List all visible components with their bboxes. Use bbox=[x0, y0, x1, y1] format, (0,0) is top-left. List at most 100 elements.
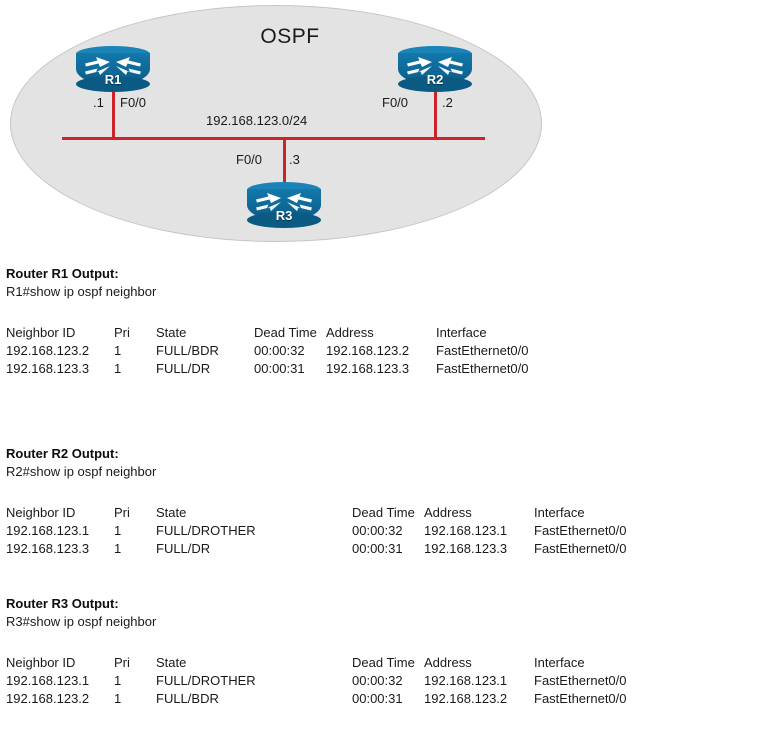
column-header-state: State bbox=[156, 655, 187, 670]
cell-address: 192.168.123.3 bbox=[424, 541, 508, 556]
column-header-pri: Pri bbox=[114, 505, 130, 520]
ip-label-r1: .1 bbox=[93, 95, 104, 110]
cell-dead-time: 00:00:31 bbox=[352, 691, 403, 706]
section-heading-r1: Router R1 Output: bbox=[6, 266, 119, 281]
table-header-row: Neighbor ID Pri State Dead Time Address … bbox=[6, 655, 654, 673]
cell-address: 192.168.123.1 bbox=[424, 673, 508, 688]
cell-address: 192.168.123.2 bbox=[424, 691, 508, 706]
column-header-dead-time: Dead Time bbox=[352, 505, 415, 520]
ip-label-r3: .3 bbox=[289, 152, 300, 167]
cell-state: FULL/DROTHER bbox=[156, 523, 256, 538]
cell-interface: FastEthernet0/0 bbox=[534, 691, 627, 706]
cell-address: 192.168.123.2 bbox=[326, 343, 410, 358]
cell-dead-time: 00:00:31 bbox=[352, 541, 403, 556]
interface-label-r1: F0/0 bbox=[120, 95, 147, 110]
column-header-address: Address bbox=[424, 655, 472, 670]
interface-label-r2: F0/0 bbox=[382, 95, 409, 110]
ethernet-bus-link bbox=[62, 137, 485, 140]
router-arrows-icon bbox=[256, 193, 312, 211]
neighbor-table-r2: Neighbor ID Pri State Dead Time Address … bbox=[6, 505, 654, 559]
cell-state: FULL/DROTHER bbox=[156, 673, 256, 688]
cell-dead-time: 00:00:31 bbox=[254, 361, 305, 376]
table-row: 192.168.123.2 1 FULL/BDR 00:00:31 192.16… bbox=[6, 691, 654, 709]
router-icon-r1[interactable]: R1 bbox=[76, 46, 150, 92]
cell-dead-time: 00:00:32 bbox=[352, 523, 403, 538]
router-arrows-icon bbox=[85, 57, 141, 75]
column-header-state: State bbox=[156, 505, 187, 520]
router-output-section-r2: Router R2 Output: R2#show ip ospf neighb… bbox=[6, 446, 654, 559]
section-heading-r2: Router R2 Output: bbox=[6, 446, 119, 461]
cell-neighbor-id: 192.168.123.2 bbox=[6, 343, 90, 358]
cell-state: FULL/DR bbox=[156, 361, 211, 376]
column-header-neighbor-id: Neighbor ID bbox=[6, 505, 76, 520]
cell-interface: FastEthernet0/0 bbox=[436, 361, 529, 376]
column-header-pri: Pri bbox=[114, 655, 130, 670]
cell-pri: 1 bbox=[114, 673, 122, 688]
subnet-label: 192.168.123.0/24 bbox=[206, 113, 308, 128]
cell-neighbor-id: 192.168.123.1 bbox=[6, 523, 90, 538]
cell-neighbor-id: 192.168.123.1 bbox=[6, 673, 90, 688]
router-bottom-face bbox=[247, 212, 321, 228]
link-drop-r3 bbox=[283, 138, 286, 183]
cell-pri: 1 bbox=[114, 343, 122, 358]
column-header-dead-time: Dead Time bbox=[352, 655, 415, 670]
cell-address: 192.168.123.1 bbox=[424, 523, 508, 538]
cell-pri: 1 bbox=[114, 523, 122, 538]
network-topology-diagram: OSPF R1 R2 bbox=[0, 0, 560, 250]
cell-dead-time: 00:00:32 bbox=[352, 673, 403, 688]
cell-neighbor-id: 192.168.123.2 bbox=[6, 691, 90, 706]
column-header-dead-time: Dead Time bbox=[254, 325, 317, 340]
column-header-address: Address bbox=[424, 505, 472, 520]
router-icon-r3[interactable]: R3 bbox=[247, 182, 321, 228]
column-header-neighbor-id: Neighbor ID bbox=[6, 655, 76, 670]
ip-label-r2: .2 bbox=[442, 95, 453, 110]
neighbor-table-r3: Neighbor ID Pri State Dead Time Address … bbox=[6, 655, 654, 709]
cell-interface: FastEthernet0/0 bbox=[534, 523, 627, 538]
table-header-row: Neighbor ID Pri State Dead Time Address … bbox=[6, 505, 654, 523]
cell-neighbor-id: 192.168.123.3 bbox=[6, 361, 90, 376]
link-drop-r2 bbox=[434, 82, 437, 139]
router-bottom-face bbox=[76, 76, 150, 92]
cli-command-r3: R3#show ip ospf neighbor bbox=[6, 614, 157, 629]
column-header-interface: Interface bbox=[436, 325, 487, 340]
table-row: 192.168.123.1 1 FULL/DROTHER 00:00:32 19… bbox=[6, 673, 654, 691]
table-row: 192.168.123.3 1 FULL/DR 00:00:31 192.168… bbox=[6, 361, 556, 379]
neighbor-table-r1: Neighbor ID Pri State Dead Time Address … bbox=[6, 325, 556, 379]
router-label-r2: R2 bbox=[426, 72, 444, 87]
cell-interface: FastEthernet0/0 bbox=[534, 541, 627, 556]
router-label-r3: R3 bbox=[275, 208, 293, 223]
section-heading-r3: Router R3 Output: bbox=[6, 596, 119, 611]
interface-label-r3: F0/0 bbox=[236, 152, 263, 167]
cell-state: FULL/BDR bbox=[156, 691, 219, 706]
cell-state: FULL/DR bbox=[156, 541, 211, 556]
router-icon-r2[interactable]: R2 bbox=[398, 46, 472, 92]
table-header-row: Neighbor ID Pri State Dead Time Address … bbox=[6, 325, 556, 343]
router-output-section-r3: Router R3 Output: R3#show ip ospf neighb… bbox=[6, 596, 654, 709]
column-header-interface: Interface bbox=[534, 655, 585, 670]
table-row: 192.168.123.2 1 FULL/BDR 00:00:32 192.16… bbox=[6, 343, 556, 361]
column-header-address: Address bbox=[326, 325, 374, 340]
cell-neighbor-id: 192.168.123.3 bbox=[6, 541, 90, 556]
router-output-section-r1: Router R1 Output: R1#show ip ospf neighb… bbox=[6, 266, 556, 379]
column-header-interface: Interface bbox=[534, 505, 585, 520]
cell-state: FULL/BDR bbox=[156, 343, 219, 358]
cell-address: 192.168.123.3 bbox=[326, 361, 410, 376]
router-arrows-icon bbox=[407, 57, 463, 75]
cell-pri: 1 bbox=[114, 691, 122, 706]
column-header-pri: Pri bbox=[114, 325, 130, 340]
router-bottom-face bbox=[398, 76, 472, 92]
cli-command-r2: R2#show ip ospf neighbor bbox=[6, 464, 157, 479]
column-header-state: State bbox=[156, 325, 187, 340]
cell-interface: FastEthernet0/0 bbox=[436, 343, 529, 358]
cell-pri: 1 bbox=[114, 541, 122, 556]
cli-command-r1: R1#show ip ospf neighbor bbox=[6, 284, 157, 299]
column-header-neighbor-id: Neighbor ID bbox=[6, 325, 76, 340]
table-row: 192.168.123.1 1 FULL/DROTHER 00:00:32 19… bbox=[6, 523, 654, 541]
table-row: 192.168.123.3 1 FULL/DR 00:00:31 192.168… bbox=[6, 541, 654, 559]
link-drop-r1 bbox=[112, 82, 115, 139]
cell-dead-time: 00:00:32 bbox=[254, 343, 305, 358]
ospf-area-title: OSPF bbox=[260, 25, 320, 48]
cell-pri: 1 bbox=[114, 361, 122, 376]
router-label-r1: R1 bbox=[104, 72, 122, 87]
cell-interface: FastEthernet0/0 bbox=[534, 673, 627, 688]
